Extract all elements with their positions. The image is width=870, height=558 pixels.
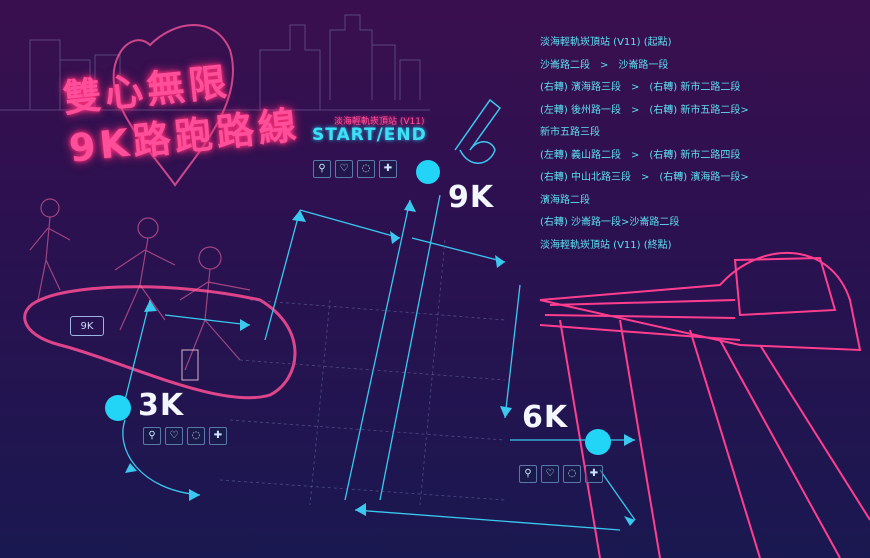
route-step: 沙崙路二段 > 沙崙路一段	[540, 59, 669, 71]
toilet-icon: ⚲	[313, 160, 331, 178]
water-drop-icon: ◌	[563, 465, 581, 483]
first-aid-icon: ✚	[379, 160, 397, 178]
heart-icon: ♡	[165, 427, 183, 445]
neon-track	[23, 285, 297, 400]
km-3-label: 3K	[138, 388, 185, 423]
route-description: 淡海輕軌崁頂站 (V11) (起點) 沙崙路二段 > 沙崙路一段 (右轉) 濱海…	[540, 32, 860, 257]
toilet-icon: ⚲	[519, 465, 537, 483]
speaker-icon	[181, 349, 199, 381]
amenities-6k: ⚲ ♡ ◌ ✚	[519, 465, 603, 483]
route-step: (右轉) 沙崙路一段>沙崙路二段	[540, 217, 680, 228]
grid-lines	[219, 239, 506, 506]
km-6-label: 6K	[522, 400, 569, 435]
start-end-label: START/END	[312, 125, 427, 145]
km-9-label: 9K	[448, 180, 495, 215]
toilet-icon: ⚲	[143, 427, 161, 445]
train	[539, 252, 870, 558]
km3-dot	[105, 395, 131, 421]
heart-outline	[112, 24, 234, 187]
water-drop-icon: ◌	[187, 427, 205, 445]
city-skyline	[0, 14, 430, 111]
km6-dot	[585, 429, 611, 455]
first-aid-icon: ✚	[585, 465, 603, 483]
amenities-start: ⚲ ♡ ◌ ✚	[313, 160, 397, 178]
hand-pointer-icon	[454, 98, 502, 164]
water-drop-icon: ◌	[357, 160, 375, 178]
route-step: 濱海路二段	[540, 194, 590, 206]
route-step: (右轉) 濱海路三段 > (右轉) 新市二路二段	[540, 82, 741, 93]
route-arrows	[125, 200, 635, 526]
first-aid-icon: ✚	[209, 427, 227, 445]
start-station-label: 淡海輕軌崁頂站 (V11)	[334, 117, 425, 127]
route-step: 淡海輕軌崁頂站 (V11) (終點)	[540, 239, 672, 251]
route-step: (左轉) 後州路一段 > (右轉) 新市五路二段>	[540, 104, 749, 116]
route-step: (左轉) 義山路二段 > (右轉) 新市二路四段	[540, 149, 741, 161]
route-step: 淡海輕軌崁頂站 (V11) (起點)	[540, 37, 672, 48]
amenities-3k: ⚲ ♡ ◌ ✚	[143, 427, 227, 445]
route-step: 新市五路三段	[540, 127, 600, 138]
route-lines	[122, 194, 636, 531]
badge-9k: 9K	[70, 316, 104, 336]
start-dot	[416, 160, 440, 184]
heart-icon: ♡	[541, 465, 559, 483]
route-step: (右轉) 中山北路三段 > (右轉) 濱海路一段>	[540, 172, 749, 183]
heart-icon: ♡	[335, 160, 353, 178]
